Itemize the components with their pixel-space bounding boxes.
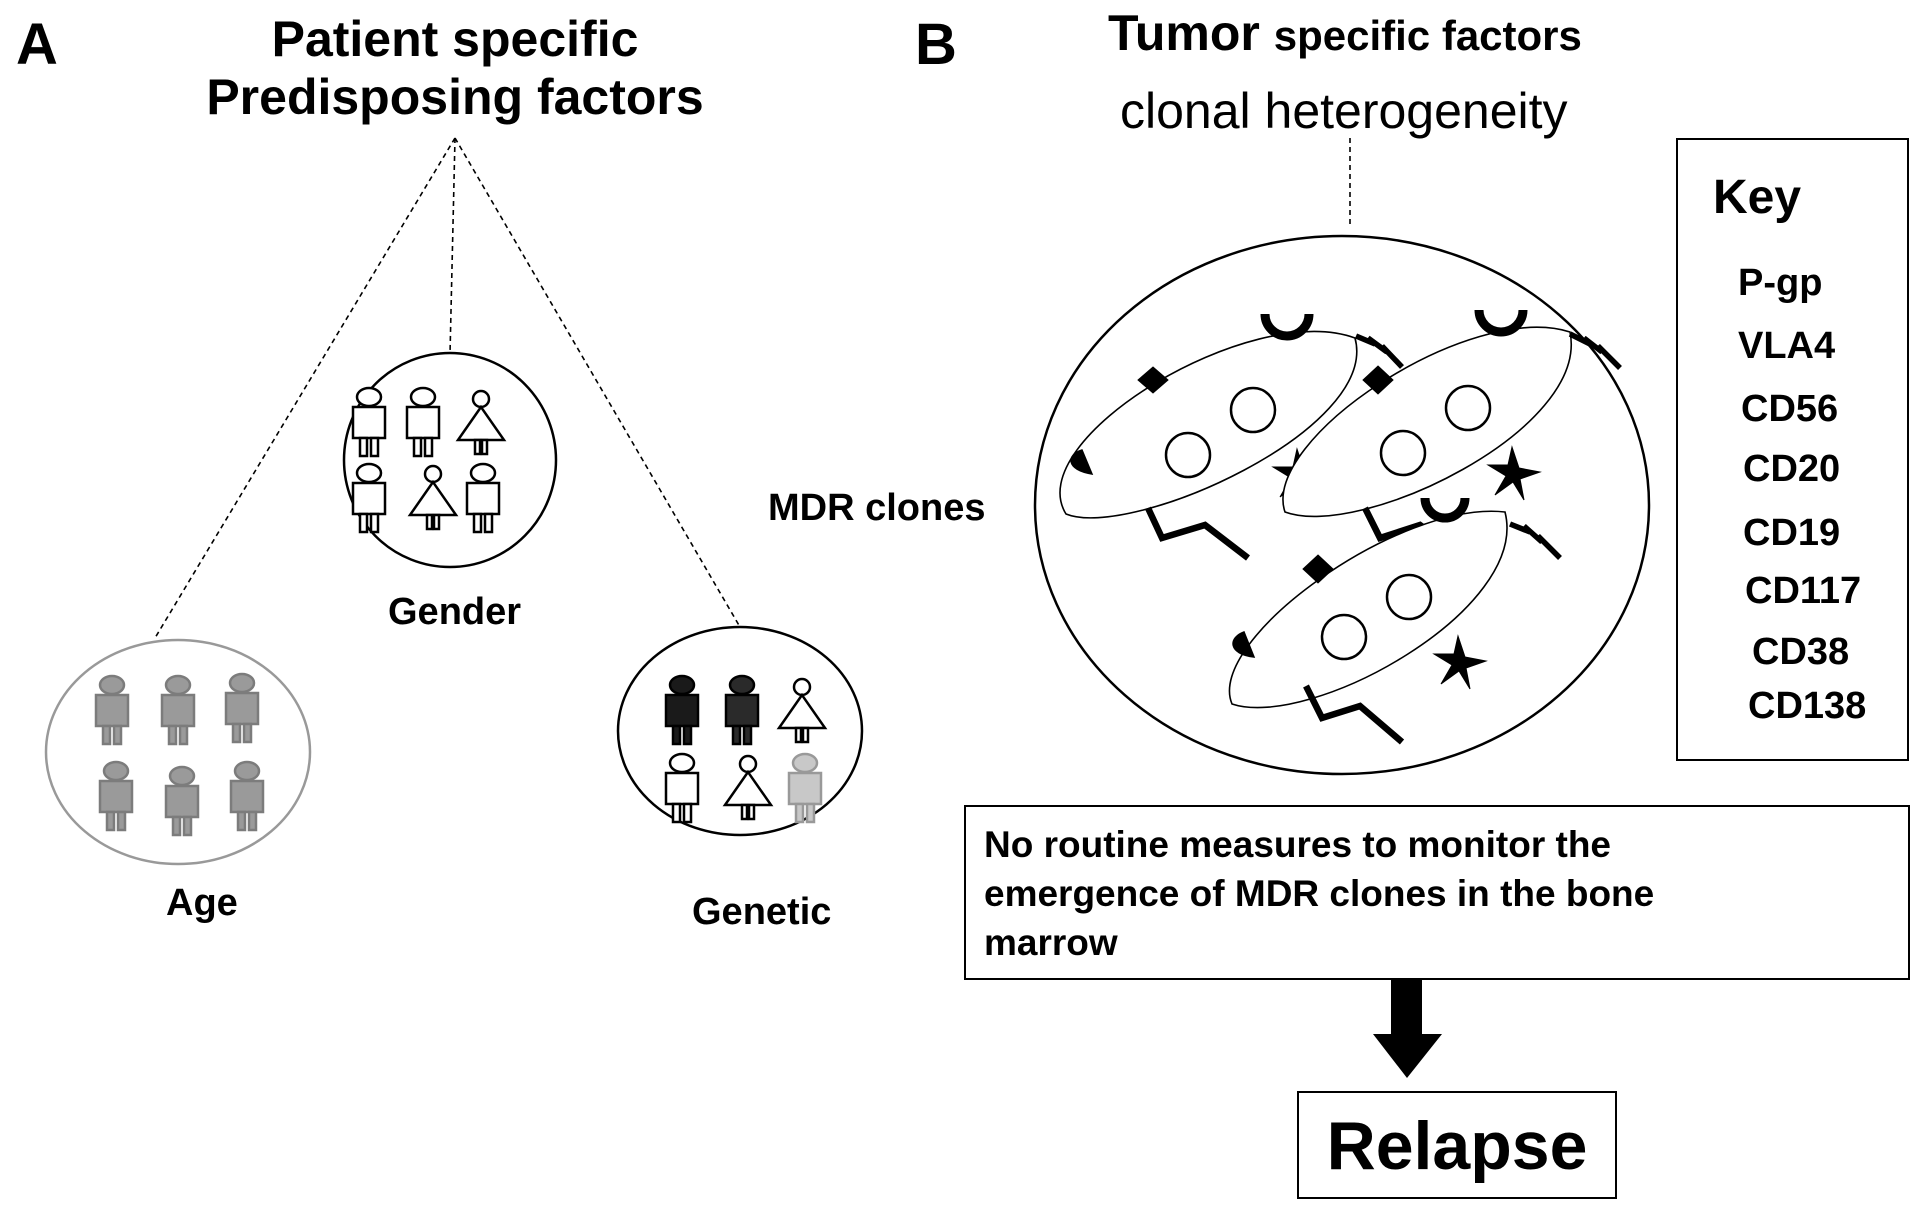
mdr-clones-label: MDR clones — [768, 487, 986, 529]
key-item-cd56: CD56 — [1741, 388, 1839, 430]
panel-a-letter: A — [16, 12, 58, 77]
panel-a-connectors — [154, 137, 741, 639]
panel-b-title: Tumor specific factors — [1108, 8, 1582, 58]
genetic-label: Genetic — [692, 891, 832, 933]
clone-cell-3 — [1228, 497, 1562, 745]
age-label: Age — [166, 882, 238, 924]
gender-circle — [342, 351, 558, 569]
panel-a-title-line2: Predisposing factors — [206, 69, 704, 125]
key-item-vla4: VLA4 — [1738, 325, 1836, 367]
key-item-cd138: CD138 — [1748, 685, 1867, 727]
relapse-box — [1297, 1091, 1617, 1199]
key-item-cd20: CD20 — [1743, 448, 1841, 490]
message-text: No routine measures to monitor the emerg… — [984, 824, 1655, 964]
key-item-pgp: P-gp — [1738, 262, 1823, 304]
key-title: Key — [1713, 171, 1802, 224]
panel-b-letter: B — [915, 12, 957, 77]
panel-a-title-line1: Patient specific — [271, 11, 639, 67]
panel-b-title-rest: specific factors — [1273, 12, 1582, 59]
down-arrow — [1373, 980, 1442, 1078]
panel-b-title-bold: Tumor — [1108, 5, 1260, 61]
relapse-label: Relapse — [1326, 1108, 1588, 1184]
key-item-cd38: CD38 — [1752, 631, 1850, 673]
mdr-clones — [1059, 309, 1622, 745]
key-item-cd117: CD117 — [1745, 570, 1862, 612]
message-box — [964, 805, 1910, 980]
key-box — [1676, 138, 1909, 761]
gender-label: Gender — [388, 591, 522, 633]
clone-cell-1 — [1059, 313, 1404, 561]
panel-b-subtitle: clonal heterogeneity — [1120, 83, 1568, 139]
clone-cell-2 — [1282, 309, 1622, 557]
key-item-cd19: CD19 — [1743, 512, 1841, 554]
